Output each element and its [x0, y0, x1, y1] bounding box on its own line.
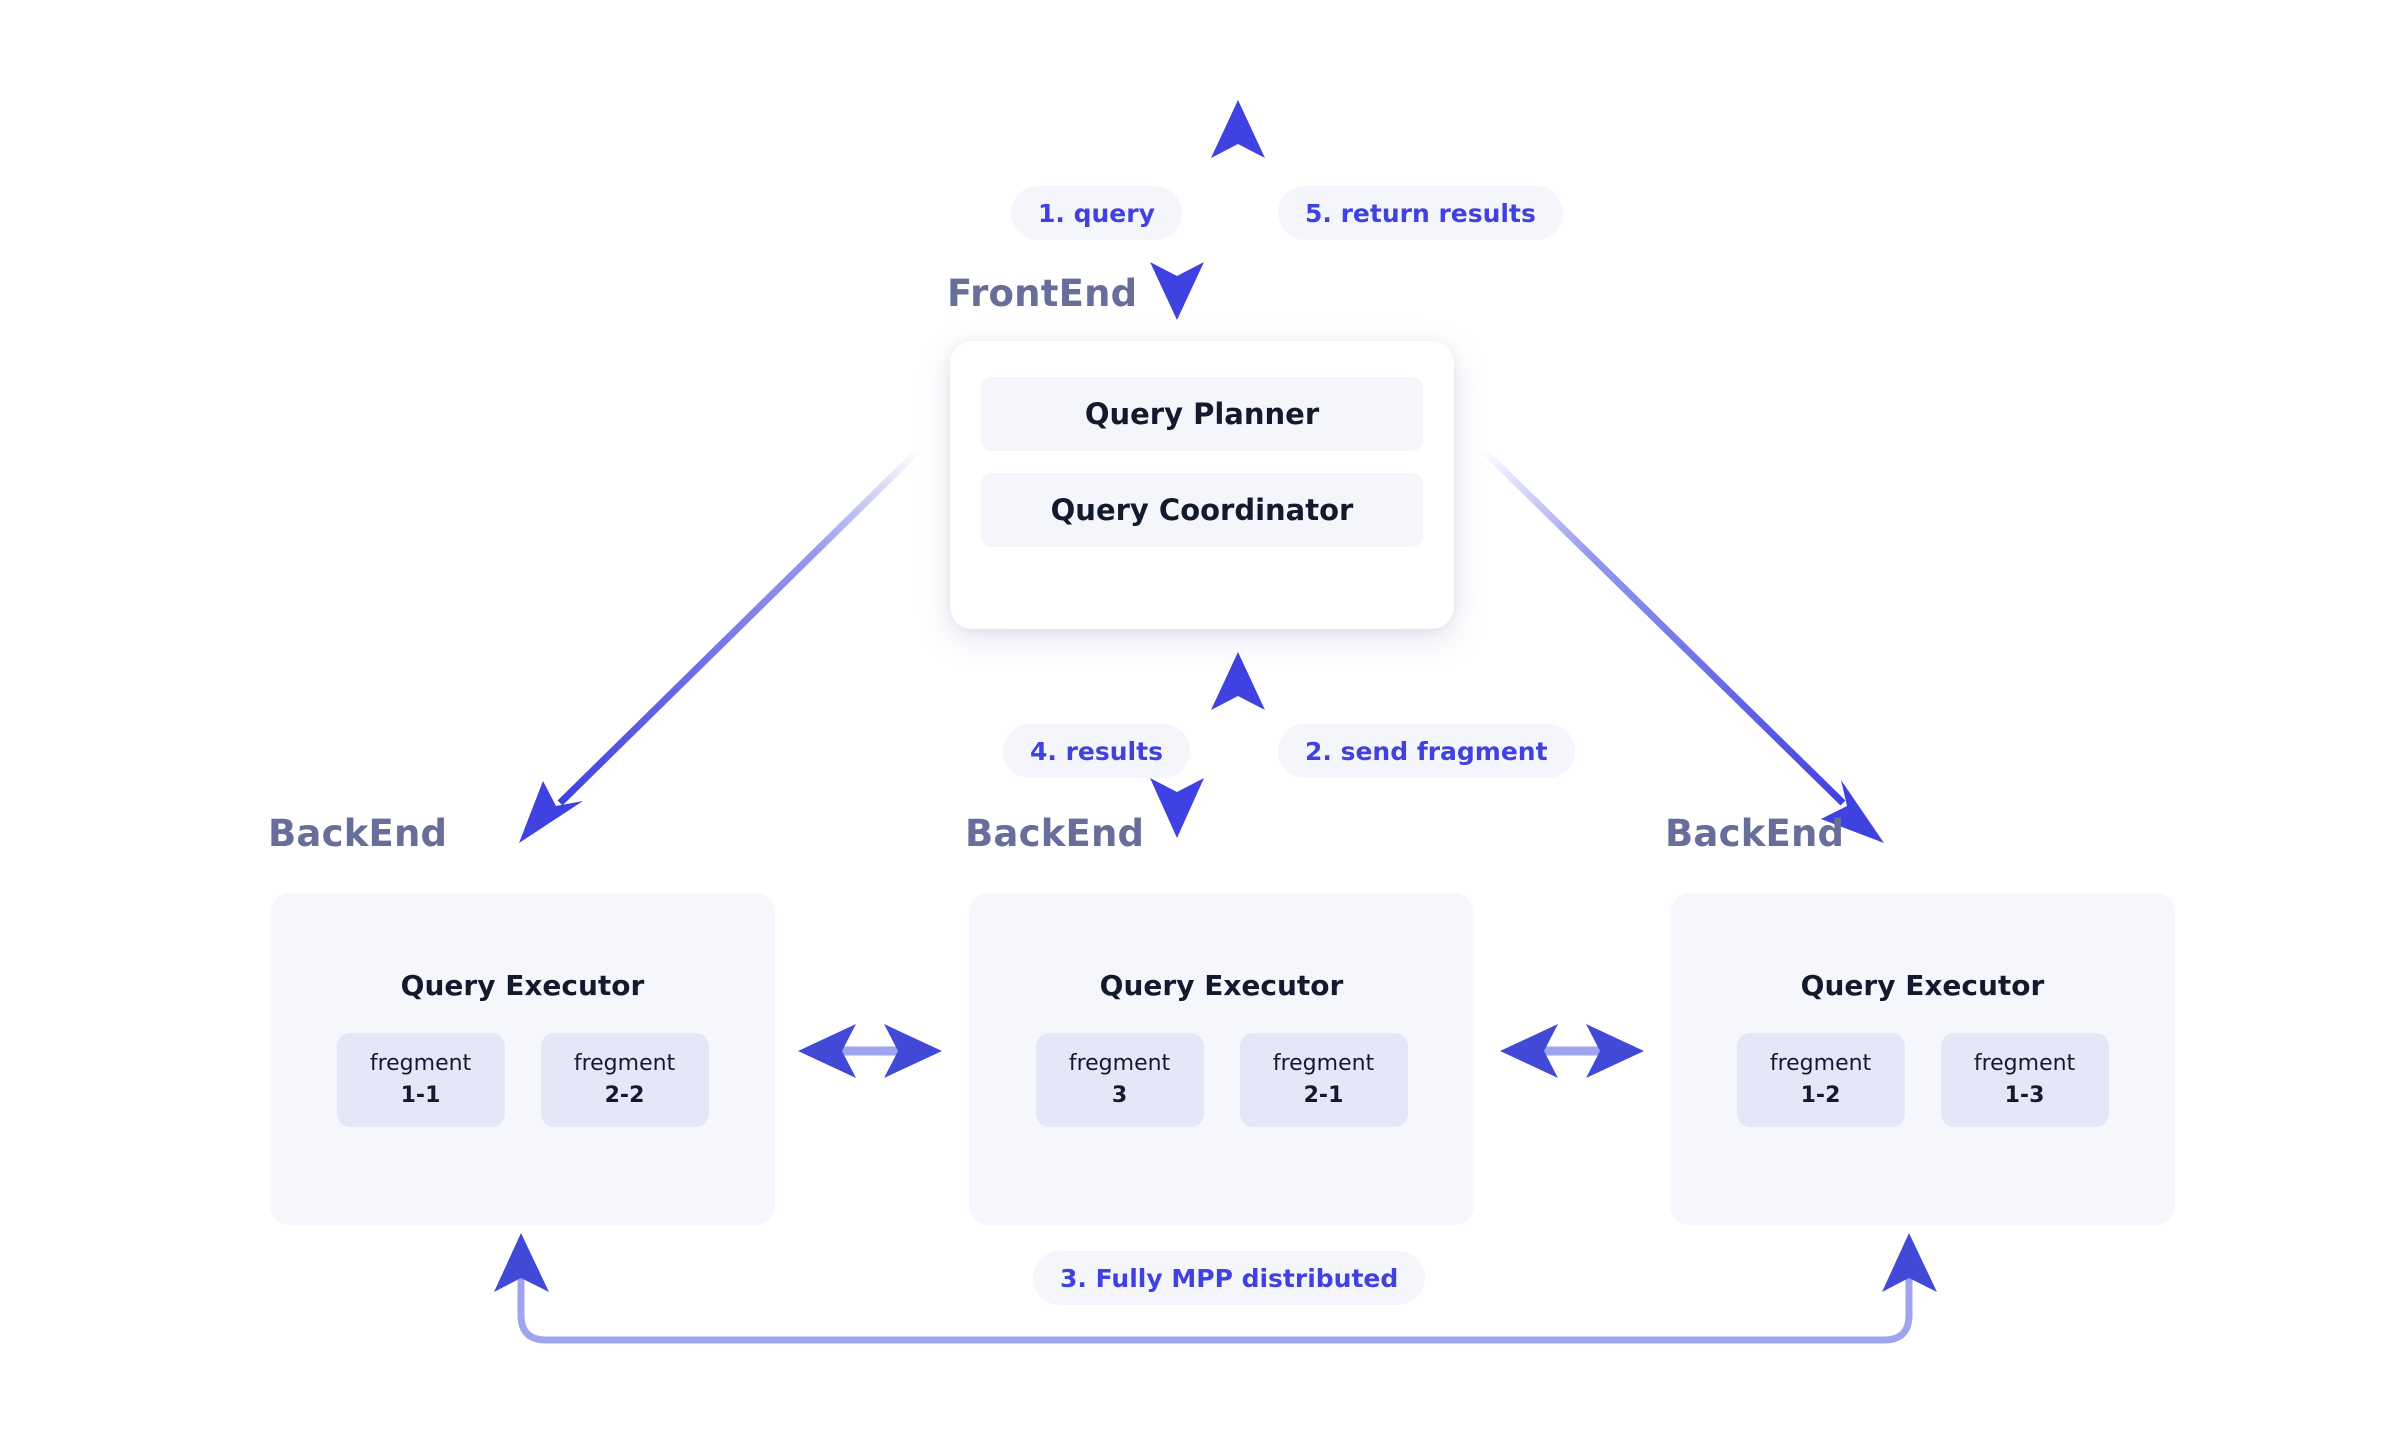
fragment-chip[interactable]: fregment 1-3	[1940, 1033, 2109, 1127]
fragment-chip[interactable]: fregment 2-2	[540, 1033, 709, 1127]
frontend-card[interactable]: Query Planner Query Coordinator	[950, 341, 1454, 629]
tier-label-backend-middle: BackEnd	[965, 812, 1145, 855]
fragment-name: fregment	[1973, 1050, 2076, 1076]
query-executor-title: Query Executor	[400, 969, 645, 1002]
tier-label-backend-right: BackEnd	[1665, 812, 1845, 855]
arrow-backend-left-middle	[798, 1024, 942, 1078]
fragment-chip[interactable]: fregment 1-1	[336, 1033, 505, 1127]
fragment-name: fregment	[369, 1050, 472, 1076]
backend-card-middle[interactable]: Query Executor fregment 3 fregment 2-1	[969, 893, 1474, 1225]
fragment-row: fregment 1-2 fregment 1-3	[1670, 1033, 2175, 1127]
fragment-chip[interactable]: fregment 2-1	[1239, 1033, 1408, 1127]
fragment-name: fregment	[573, 1050, 676, 1076]
arrow-frontend-to-backend-right	[1480, 447, 1884, 843]
fragment-name: fregment	[1068, 1050, 1171, 1076]
fragment-id: 1-2	[1800, 1082, 1841, 1108]
step-pill-return-results[interactable]: 5. return results	[1278, 186, 1563, 240]
step-pill-query[interactable]: 1. query	[1011, 186, 1182, 240]
step-pill-send-fragment[interactable]: 2. send fragment	[1278, 724, 1575, 778]
fragment-id: 1-1	[400, 1082, 441, 1108]
arrow-return-results-up	[1211, 100, 1265, 318]
fragment-chip[interactable]: fregment 1-2	[1736, 1033, 1905, 1127]
query-planner-row[interactable]: Query Planner	[981, 377, 1423, 451]
tier-label-backend-left: BackEnd	[268, 812, 448, 855]
arrow-send-fragment-up	[1211, 652, 1265, 838]
fragment-name: fregment	[1272, 1050, 1375, 1076]
arrow-backend-middle-right	[1500, 1024, 1644, 1078]
fragment-id: 2-2	[604, 1082, 645, 1108]
backend-card-left[interactable]: Query Executor fregment 1-1 fregment 2-2	[270, 893, 775, 1225]
fragment-row: fregment 1-1 fregment 2-2	[270, 1033, 775, 1127]
fragment-row: fregment 3 fregment 2-1	[969, 1033, 1474, 1127]
query-coordinator-row[interactable]: Query Coordinator	[981, 473, 1423, 547]
arrow-frontend-to-backend-left	[519, 447, 922, 843]
fragment-id: 3	[1111, 1082, 1128, 1108]
step-pill-mpp-distributed[interactable]: 3. Fully MPP distributed	[1033, 1251, 1426, 1305]
step-pill-results[interactable]: 4. results	[1003, 724, 1190, 778]
query-executor-title: Query Executor	[1099, 969, 1344, 1002]
tier-label-frontend: FrontEnd	[947, 272, 1138, 315]
query-executor-title: Query Executor	[1800, 969, 2045, 1002]
fragment-id: 1-3	[2004, 1082, 2045, 1108]
fragment-name: fregment	[1769, 1050, 1872, 1076]
fragment-chip[interactable]: fregment 3	[1035, 1033, 1204, 1127]
backend-card-right[interactable]: Query Executor fregment 1-2 fregment 1-3	[1670, 893, 2175, 1225]
fragment-id: 2-1	[1303, 1082, 1344, 1108]
